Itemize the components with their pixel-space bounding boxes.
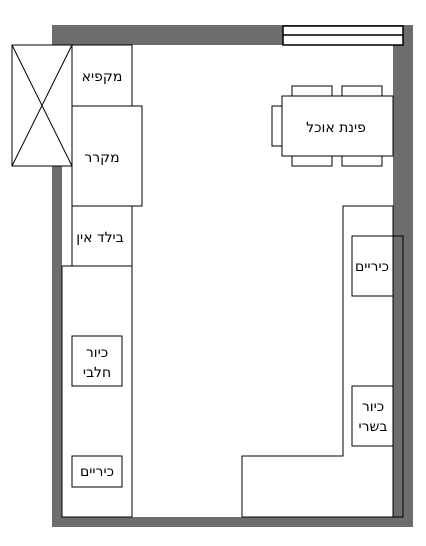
dining-set [271,85,394,167]
freezer-door-cross-b [11,44,73,167]
freezer-label: מקפיא [82,69,123,85]
chair-left-end [271,105,284,147]
chair-top-right [341,85,383,98]
left-stovetop [71,455,123,488]
right-counter-front-edge [353,235,404,518]
left-appliances [11,44,143,267]
dairy-sink-label-line1: כיור [86,345,108,361]
right-counter [241,205,404,518]
dining-corner-label: פינת אוכל [306,120,366,136]
chair-bottom-left [291,154,333,167]
right-stovetop-label: כיריים [355,259,389,275]
left-counter [61,265,133,518]
meat-sink-label-line2: בשרי [358,419,387,435]
dairy-sink [71,335,123,387]
chair-top-left [291,85,333,98]
meat-sink [351,385,394,447]
chair-bottom-right [341,154,383,167]
fridge-label: מקרר [84,150,119,166]
freezer-unit [71,44,133,108]
dairy-sink-label-line2: חלבי [83,365,111,381]
right-stovetop [351,235,394,297]
left-stovetop-label: כיריים [80,464,114,480]
built-in-unit [71,205,133,267]
meat-sink-label-line1: כיור [362,399,384,415]
built-in-label: בילד אין [76,230,124,246]
dining-table [281,95,394,157]
window [282,25,404,46]
